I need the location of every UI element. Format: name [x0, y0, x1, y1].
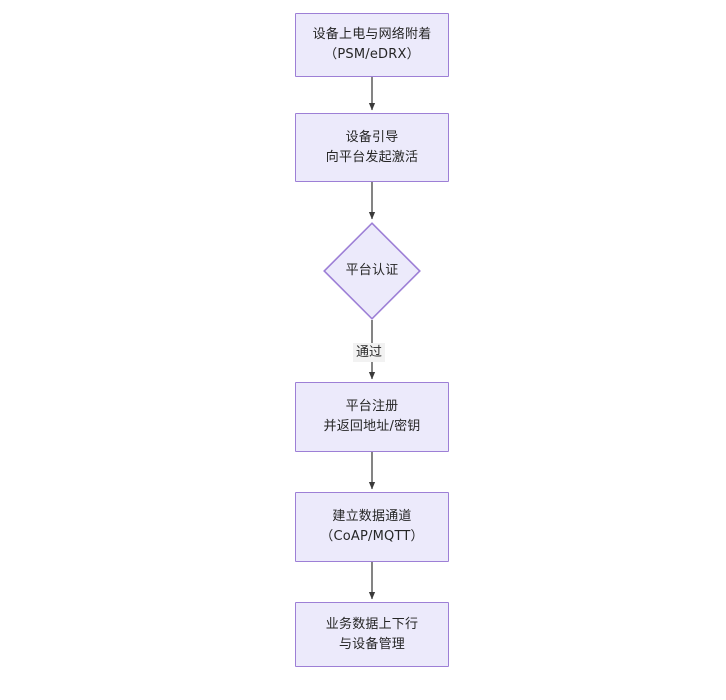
- node-platform-authentication[interactable]: 平台认证: [323, 222, 421, 320]
- diamond-shape: [323, 222, 421, 320]
- node-label: 设备上电与网络附着 （PSM/eDRX）: [312, 27, 432, 62]
- node-label: 设备引导 向平台发起激活: [325, 129, 419, 165]
- node-label: 平台认证: [345, 263, 399, 278]
- node-label: 平台注册 并返回地址/密钥: [323, 399, 421, 434]
- node-device-power-on[interactable]: 设备上电与网络附着 （PSM/eDRX）: [295, 13, 449, 77]
- node-platform-registration[interactable]: 平台注册 并返回地址/密钥: [295, 382, 449, 452]
- edge-label-pass: 通过: [353, 343, 386, 362]
- node-label: 业务数据上下行 与设备管理: [325, 616, 419, 652]
- node-device-bootstrap[interactable]: 设备引导 向平台发起激活: [295, 113, 449, 182]
- node-label: 建立数据通道 （CoAP/MQTT）: [320, 509, 424, 544]
- node-establish-data-channel[interactable]: 建立数据通道 （CoAP/MQTT）: [295, 492, 449, 562]
- node-business-data-and-device-management[interactable]: 业务数据上下行 与设备管理: [295, 602, 449, 667]
